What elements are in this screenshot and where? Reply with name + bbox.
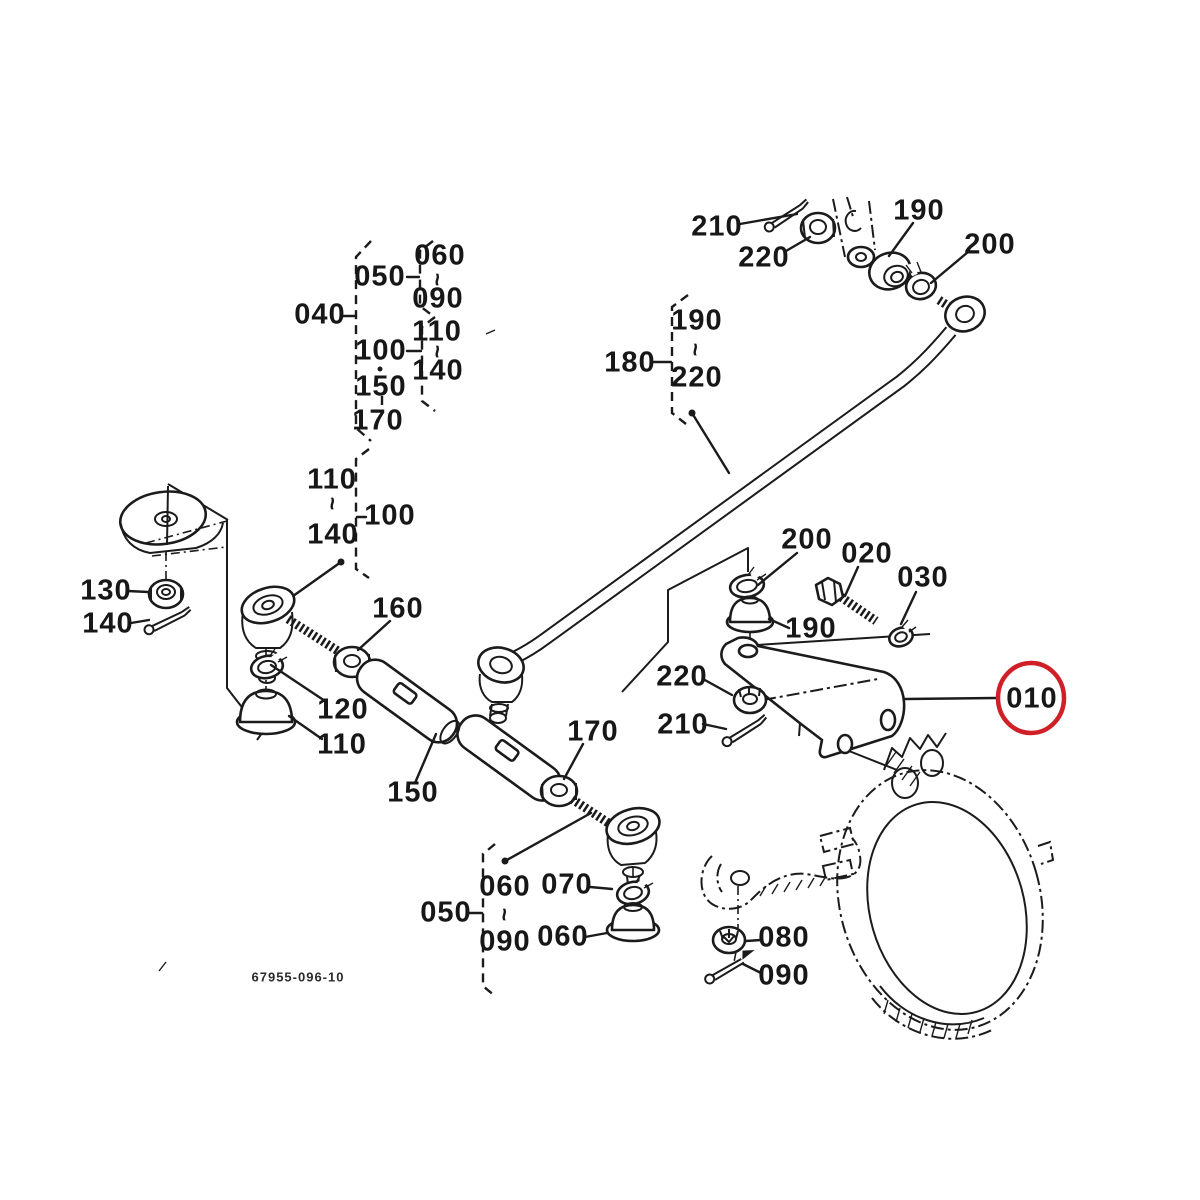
cotter-pin-140-drawing xyxy=(143,606,192,636)
bolt-020-drawing xyxy=(814,576,879,625)
pitman-arm-phantom-drawing xyxy=(832,196,876,269)
part-label-010-highlighted: 010 xyxy=(1006,682,1058,715)
part-label-140-range: 140 xyxy=(307,518,359,551)
range-tilde: ~ xyxy=(319,496,346,512)
group-bracket-050-bottom xyxy=(466,811,593,997)
part-label-110-range: 110 xyxy=(307,463,357,496)
axle-case-hub-drawing xyxy=(818,732,1055,1040)
part-label-120: 120 xyxy=(317,693,369,726)
snap-ring-120-drawing xyxy=(249,648,288,680)
nut-130-drawing xyxy=(147,578,185,610)
part-label-220-mid: 220 xyxy=(656,660,708,693)
part-label-130: 130 xyxy=(80,574,132,607)
part-label-190-range: 190 xyxy=(671,304,723,337)
group-bracket-180 xyxy=(652,294,731,475)
part-label-170-group: 170 xyxy=(352,404,404,437)
part-label-060-range: 060 xyxy=(479,870,531,903)
part-label-160: 160 xyxy=(372,592,424,625)
part-label-210-top: 210 xyxy=(691,210,743,243)
part-label-200-top: 200 xyxy=(964,228,1016,261)
washer-200-top-drawing xyxy=(904,261,938,301)
part-label-190-mid: 190 xyxy=(785,612,837,645)
part-label-110-mid: 110 xyxy=(317,728,367,761)
boot-060-drawing xyxy=(605,902,661,943)
part-label-030: 030 xyxy=(897,561,949,594)
knuckle-arm-phantom-lower-drawing xyxy=(700,837,862,963)
part-label-040: 040 xyxy=(294,298,346,331)
part-label-140-left: 140 xyxy=(82,607,134,640)
part-label-060-group: 060 xyxy=(414,239,466,272)
part-label-060-bottom: 060 xyxy=(537,920,589,953)
knuckle-arm-010-drawing xyxy=(720,636,906,771)
part-label-050-group: 050 xyxy=(354,260,406,293)
part-label-050: 050 xyxy=(420,896,472,929)
nut-220-top-drawing xyxy=(799,211,837,245)
part-label-180: 180 xyxy=(604,346,656,379)
part-label-090-range: 090 xyxy=(479,925,531,958)
range-tilde: ~ xyxy=(682,342,709,358)
part-label-150-group: 150 xyxy=(355,370,407,403)
part-label-150: 150 xyxy=(387,776,439,809)
drawing-number: 67955-096-10 xyxy=(251,969,345,985)
leader-lines xyxy=(126,212,970,975)
part-label-190-top: 190 xyxy=(893,194,945,227)
tie-rod-end-lower-drawing xyxy=(569,795,661,912)
range-tilde: ~ xyxy=(491,907,518,923)
steering-arm-plate-drawing xyxy=(118,483,263,741)
cotter-pin-210-mid-drawing xyxy=(721,714,768,748)
highlight-circle-010 xyxy=(903,660,1067,736)
drag-link-drawing xyxy=(477,295,986,724)
part-label-220-top: 220 xyxy=(738,241,790,274)
part-label-110-group: 110 xyxy=(412,315,462,348)
group-bracket-040 xyxy=(341,240,496,442)
snap-ring-200-mid-drawing xyxy=(728,566,767,599)
lock-washer-030-drawing xyxy=(888,619,917,648)
part-label-100-group: 100 xyxy=(355,334,407,367)
part-label-200-mid: 200 xyxy=(781,523,833,556)
boot-190-mid-drawing xyxy=(725,595,775,634)
part-label-090-group: 090 xyxy=(412,282,464,315)
castle-nut-080-drawing xyxy=(711,925,747,955)
cotter-pin-210-top-drawing xyxy=(763,198,809,233)
part-label-080: 080 xyxy=(758,921,810,954)
part-label-210-mid: 210 xyxy=(657,708,709,741)
bushing-190-top-drawing xyxy=(868,251,912,291)
nut-170-drawing xyxy=(539,774,579,808)
part-label-220-range: 220 xyxy=(671,361,723,394)
tie-rod-tube-front-drawing xyxy=(355,658,461,745)
part-label-090-bottom: 090 xyxy=(758,959,810,992)
boot-110-drawing xyxy=(235,688,297,736)
castle-nut-220-mid-drawing xyxy=(732,685,768,715)
part-label-170: 170 xyxy=(567,715,619,748)
part-label-100: 100 xyxy=(364,499,416,532)
part-label-020: 020 xyxy=(841,537,893,570)
tie-rod-end-left-drawing xyxy=(240,585,344,700)
part-label-140-group: 140 xyxy=(412,354,464,387)
part-label-070: 070 xyxy=(541,868,593,901)
